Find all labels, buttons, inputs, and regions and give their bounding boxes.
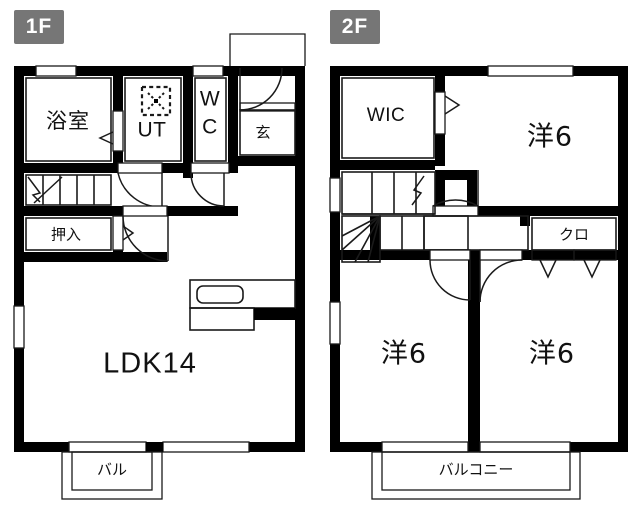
f2-balcony: バルコニー: [371, 451, 581, 500]
f2-stairs: [329, 171, 469, 263]
f1-ut-label: UT: [138, 119, 167, 142]
f1-room-ldk: LDK14: [13, 279, 296, 453]
f1-room-bathroom: 浴室: [25, 65, 124, 162]
floor-badge-1f: 1F: [14, 10, 64, 44]
f1-entrance-porch: [229, 33, 306, 66]
closet-rod-icons: [531, 249, 617, 279]
kitchen-counter: [189, 279, 296, 331]
f1-ldk-label: LDK14: [103, 348, 197, 380]
f2-room-right-label: 洋6: [529, 339, 575, 370]
f2-room-bed-top: 洋6: [432, 65, 574, 217]
f1-room-ut: UT: [117, 77, 182, 208]
f2-room-kuro: クロ: [531, 217, 617, 279]
f1-balcony-label: バル: [97, 461, 127, 479]
f2-room-wic: WIC: [341, 77, 461, 159]
floor-plan-1f: 浴室 UT: [13, 33, 306, 500]
f2-room-top-label: 洋6: [527, 122, 573, 153]
f1-room-genkan: 玄: [239, 67, 296, 156]
f1-ut-door-swing: [117, 172, 163, 208]
f1-wc-label-w: W: [200, 88, 220, 111]
f2-wic-label: WIC: [367, 105, 405, 126]
floor-badge-2f: 2F: [330, 10, 380, 44]
washing-machine-icon: [140, 85, 172, 117]
f2-room-bed-right: 洋6: [479, 249, 575, 453]
f2-kuro-label: クロ: [559, 226, 589, 244]
f2-room-left-label: 洋6: [381, 339, 427, 370]
f2-room-bed-left: 洋6: [329, 249, 471, 453]
f2-hallway: [423, 215, 529, 251]
kitchen-sink-icon: [196, 285, 244, 304]
f1-room-wc: W C: [190, 65, 230, 207]
f1-bathroom-label: 浴室: [46, 109, 90, 133]
f1-room-oshiire: 押入: [25, 205, 169, 262]
f1-genkan-label: 玄: [255, 124, 270, 142]
floor-plan-2f: WIC 洋6: [329, 65, 628, 500]
f1-wc-label-c: C: [202, 116, 218, 139]
f1-stairs: [25, 174, 112, 206]
f2-balcony-label: バルコニー: [439, 461, 514, 479]
f1-bathroom-door-arrow: [98, 131, 114, 145]
f1-balcony: バル: [61, 451, 163, 500]
f1-oshiire-label: 押入: [51, 226, 81, 244]
